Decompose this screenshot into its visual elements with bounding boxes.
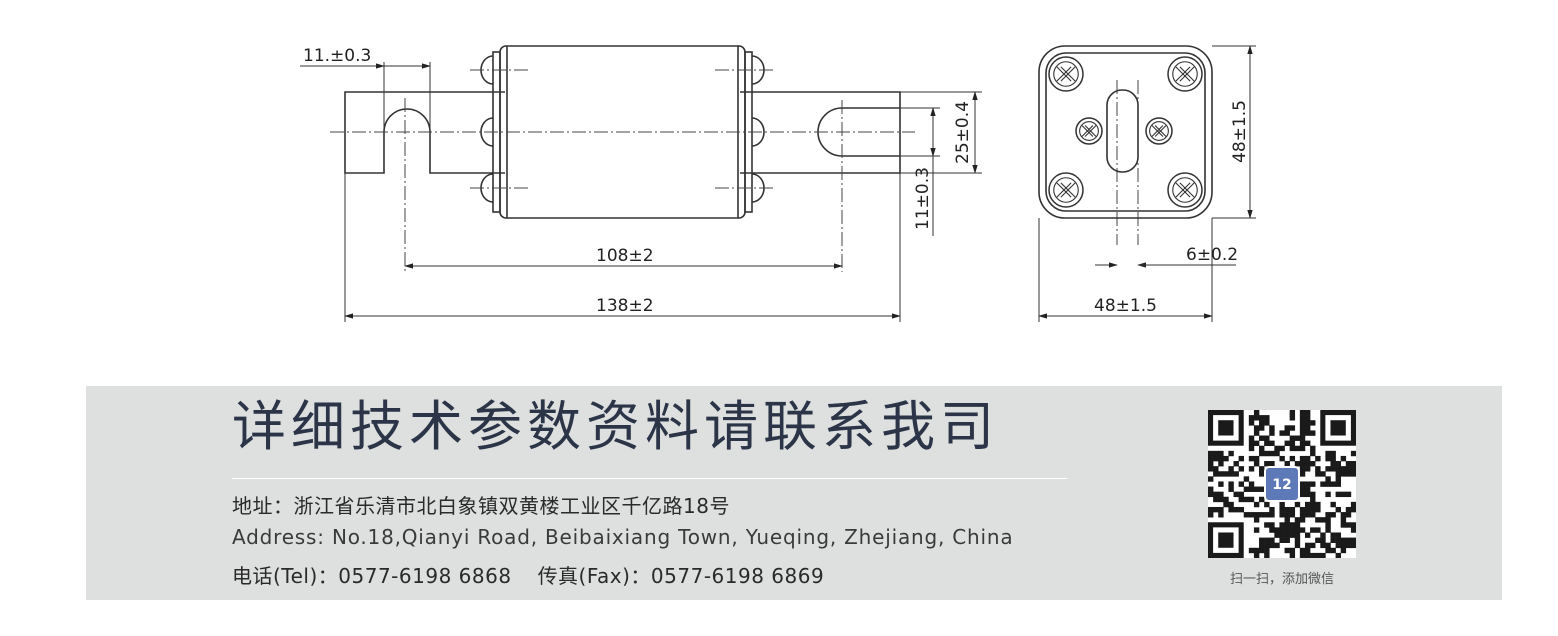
dim-slot-spacing: 108±2 <box>596 246 654 266</box>
screw-head-icon <box>1048 56 1084 92</box>
qr-finder-pattern <box>1208 410 1244 446</box>
centerlines <box>330 69 1139 272</box>
contact-panel: 详细技术参数资料请联系我司 地址：浙江省乐清市北白象镇双黄楼工业区千亿路18号 … <box>86 386 1502 600</box>
screw-head-icon <box>1048 172 1084 208</box>
headline: 详细技术参数资料请联系我司 <box>232 395 999 458</box>
end-view <box>1038 45 1213 219</box>
qr-finder-pattern <box>1208 522 1244 558</box>
screw-head-left-mid <box>480 117 494 147</box>
qr-caption: 扫一扫，添加微信 <box>1229 572 1334 587</box>
phone-fax-line: 电话(Tel)：0577-6198 6868 传真(Fax)：0577-6198 … <box>232 560 824 589</box>
address-en: Address: No.18,Qianyi Road, Beibaixiang … <box>232 525 1014 549</box>
end-view-outer <box>1038 45 1213 219</box>
dim-body-width: 48±1.5 <box>1094 296 1157 316</box>
qr-finder-pattern <box>1320 410 1356 446</box>
dim-overall-length: 138±2 <box>596 296 654 316</box>
dim-slot-width: 6±0.2 <box>1186 245 1238 265</box>
screw-head-icon <box>1075 117 1103 145</box>
dim-blade-thickness: 11±0.3 <box>913 167 933 230</box>
end-view-screws <box>1048 56 1203 208</box>
qr-code: 12 <box>1208 410 1356 558</box>
technical-drawing: 11.±0.3 108±2 138±2 25±0.4 11±0.3 48±1.5… <box>300 45 1256 322</box>
divider <box>232 478 1067 479</box>
screw-head-icon <box>1167 172 1203 208</box>
address-cn: 地址：浙江省乐清市北白象镇双黄楼工业区千亿路18号 <box>232 494 730 518</box>
dim-body-height: 48±1.5 <box>1230 100 1250 163</box>
screw-head-icon <box>1145 117 1173 145</box>
screw-head-icon <box>1167 56 1203 92</box>
dim-slot-offset: 11.±0.3 <box>303 46 371 66</box>
screw-head-right-mid <box>751 117 765 147</box>
tel: 电话(Tel)：0577-6198 6868 <box>232 564 512 588</box>
end-view-inner <box>1045 52 1206 212</box>
end-view-slot <box>1106 89 1139 173</box>
fax: 传真(Fax)：0577-6198 6869 <box>537 564 825 588</box>
qr-badge-number: 12 <box>1272 477 1291 493</box>
qr-avatar-badge <box>1264 466 1300 502</box>
dim-height-25: 25±0.4 <box>953 101 973 164</box>
